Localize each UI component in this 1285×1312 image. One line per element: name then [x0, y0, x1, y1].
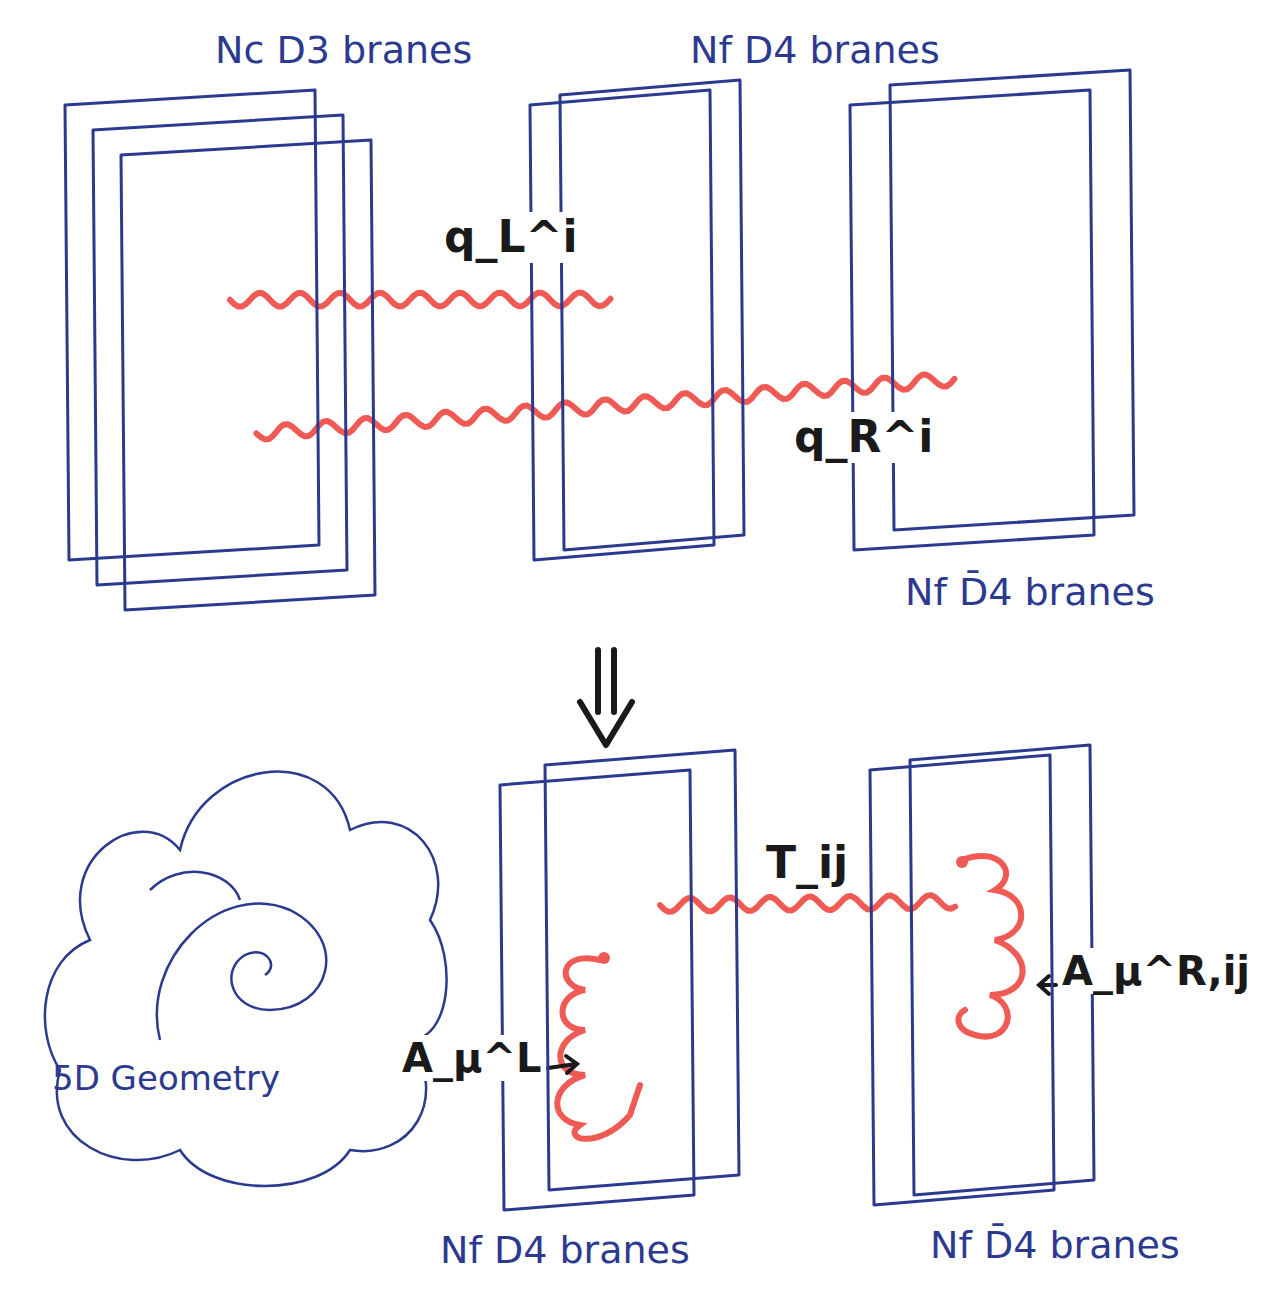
brane-label: Nc D3 branes [215, 28, 472, 74]
left-gauge-loop [557, 958, 640, 1139]
brane-panels [530, 80, 760, 590]
string-label: T_ij [762, 838, 852, 889]
brane-panels [65, 90, 395, 635]
brane-stack: Nc D3 branes [65, 90, 395, 635]
string-end [956, 856, 968, 868]
gauge-field-label: A_μ^R,ij [1058, 948, 1254, 994]
string-end [598, 952, 610, 964]
brane-panels [850, 70, 1140, 585]
right-gauge-loop [958, 856, 1022, 1037]
string-label: q_R^i [790, 412, 937, 463]
gauge-field-label: A_μ^L [398, 1035, 545, 1081]
geometry-label: 5D Geometry [52, 1058, 280, 1099]
brane-label: Nf D4 branes [690, 28, 940, 74]
cloud-outline [30, 740, 460, 1200]
brane-label: Nf D̄4 branes [905, 570, 1155, 616]
leader-arrow [548, 976, 1056, 1073]
brane-panels [500, 750, 750, 1220]
brane-stack: Nf D4 branes [530, 80, 760, 590]
brane-stack: Nf D4 branes [500, 750, 750, 1220]
brane-label: Nf D4 branes [440, 1228, 690, 1274]
brane-stack: Nf D̄4 branes [850, 70, 1140, 585]
brane-label: Nf D̄4 branes [930, 1223, 1180, 1269]
geometry-cloud: 5D Geometry [30, 740, 460, 1200]
string-label: q_L^i [440, 212, 581, 263]
open-string [230, 293, 611, 307]
down-arrow [580, 650, 632, 745]
